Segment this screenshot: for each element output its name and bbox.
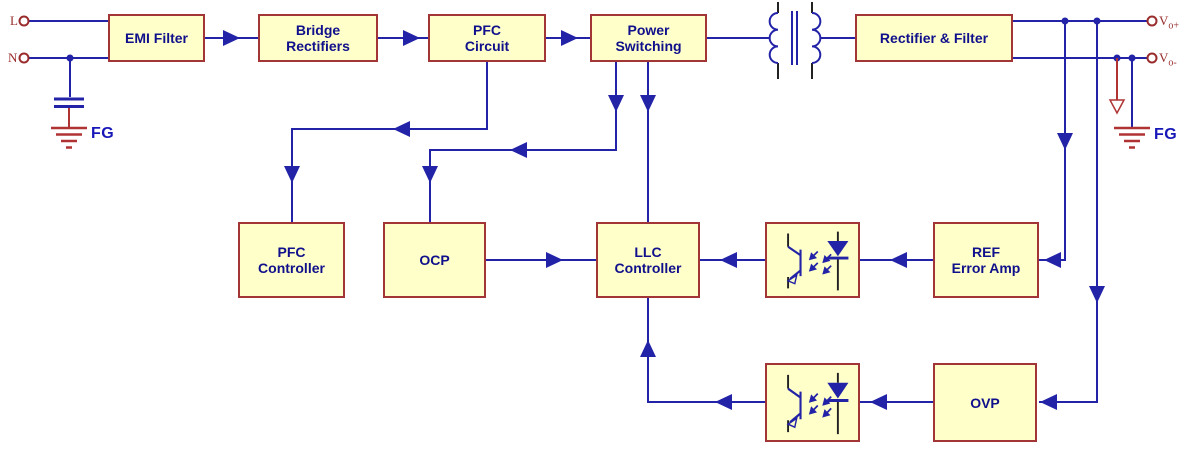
optocoupler-1 (765, 222, 860, 298)
arrowhead-bridge-pfc (403, 30, 420, 46)
earth-ground-icon-left (51, 126, 87, 149)
block-emi-filter-label: EMI Filter (124, 30, 188, 46)
light-arrow-3-head (822, 397, 831, 406)
arrowhead-left-ocp-feedback (510, 142, 527, 158)
junction-dot-vo-minus-2 (1128, 54, 1136, 62)
block-ocp: OCP (383, 222, 486, 298)
block-rectifier-filter-label: Rectifier & Filter (879, 30, 989, 46)
light-arrow-1-head (808, 252, 818, 261)
arrowhead-into-ref-error-amp (1044, 252, 1061, 268)
label-vo-plus: Vo+ (1159, 13, 1179, 34)
arrowhead-ocp-llc (546, 252, 563, 268)
light-arrows (808, 250, 832, 275)
wires-group (29, 20, 1147, 403)
block-llc-controller-label: LLC Controller (614, 244, 682, 276)
label-n-terminal: N (8, 50, 18, 65)
capacitor-icon (54, 97, 84, 127)
block-bridge-rectifiers-label: Bridge Rectifiers (286, 22, 350, 54)
light-arrow-4-head (822, 266, 831, 275)
optocoupler-2 (765, 363, 860, 442)
block-ovp-label: OVP (970, 394, 1000, 411)
block-rectifier-filter: Rectifier & Filter (855, 14, 1013, 62)
label-fg-left: FG (91, 125, 115, 142)
block-ref-error-amp: REF Error Amp (933, 222, 1039, 298)
arrowhead-down-psw-right (640, 95, 656, 112)
label-vo-minus: Vo- (1159, 50, 1177, 71)
transformer-primary-coil (768, 12, 779, 64)
transformer-secondary-coil (811, 12, 822, 64)
block-pfc-controller-label: PFC Controller (258, 244, 325, 276)
terminal-vo-minus (1146, 52, 1158, 64)
optocoupler-icon (786, 372, 849, 435)
light-arrow-2-head (808, 263, 818, 272)
light-arrow-4-head (822, 409, 831, 418)
arrowhead-into-ovp (1040, 394, 1057, 410)
block-ovp: OVP (933, 363, 1037, 442)
arrowhead-left-pfc-feedback (393, 121, 410, 137)
junction-dot-vo-plus-2 (1093, 17, 1101, 25)
block-ref-error-amp-label: REF Error Amp (951, 244, 1021, 276)
block-ocp-label: OCP (419, 252, 450, 268)
earth-ground-icon-right (1114, 126, 1150, 149)
optocoupler-icon (786, 231, 849, 291)
optocoupler-leads (787, 372, 839, 435)
block-llc-controller: LLC Controller (596, 222, 700, 298)
arrowhead-opto1-llc (720, 252, 737, 268)
transformer-windings (768, 11, 822, 65)
arrowhead-down-sense-b (1089, 286, 1105, 303)
open-arrow-down-icon (1108, 99, 1126, 115)
label-vo-minus-main: V (1159, 50, 1169, 65)
block-bridge-rectifiers: Bridge Rectifiers (258, 14, 378, 62)
wire-sense-to-ovp (1039, 21, 1098, 403)
phototransistor-icon (787, 387, 802, 424)
terminal-n (18, 52, 30, 64)
light-arrow-3-head (822, 255, 831, 264)
arrowheads-group (223, 30, 1105, 410)
arrowhead-ref-opto1 (890, 252, 907, 268)
junction-dot-vo-plus-1 (1061, 17, 1069, 25)
block-emi-filter: EMI Filter (108, 14, 205, 62)
terminal-l (18, 15, 30, 27)
terminal-vo-plus (1146, 15, 1158, 27)
block-pfc-controller: PFC Controller (238, 222, 345, 298)
wire-pfc-to-pfc-controller (291, 62, 488, 222)
led-triangle (827, 241, 849, 257)
phototransistor-icon (787, 245, 802, 280)
junction-dot-n (66, 54, 74, 62)
arrowhead-pfc-powerswitching (561, 30, 578, 46)
wire-opto2-to-llc (647, 298, 765, 403)
label-vo-minus-sub: o- (1168, 57, 1177, 69)
transformer-leads (777, 2, 813, 79)
phototransistor-emitter-arrow (786, 273, 798, 285)
arrowhead-up-llc-bottom (640, 340, 656, 357)
block-power-switching: Power Switching (590, 14, 707, 62)
wire-powerswitching-to-ocp (429, 62, 617, 222)
block-power-switching-label: Power Switching (615, 22, 682, 54)
phototransistor-emitter-arrow (786, 416, 798, 429)
terminals-group (18, 15, 1158, 64)
light-arrow-1-head (808, 394, 818, 403)
optocoupler-leads (787, 231, 839, 291)
arrowhead-down-sense-a (1057, 133, 1073, 150)
transformer-icon (768, 2, 822, 79)
arrowhead-down-ocp (422, 166, 438, 183)
label-l-terminal: L (10, 13, 18, 28)
arrowhead-down-pfc-controller (284, 166, 300, 183)
block-pfc-circuit: PFC Circuit (428, 14, 546, 62)
light-arrows (808, 392, 832, 418)
light-arrow-2-head (808, 406, 818, 415)
label-vo-plus-main: V (1159, 13, 1169, 28)
arrowhead-emi-bridge (223, 30, 240, 46)
arrowhead-opto2-llc (715, 394, 732, 410)
block-pfc-circuit-label: PFC Circuit (464, 22, 510, 54)
arrowhead-down-psw-left (608, 95, 624, 112)
label-fg-right: FG (1154, 126, 1178, 143)
arrowhead-ovp-opto2 (870, 394, 887, 410)
label-vo-plus-sub: o+ (1168, 20, 1180, 32)
led-triangle (827, 382, 849, 399)
